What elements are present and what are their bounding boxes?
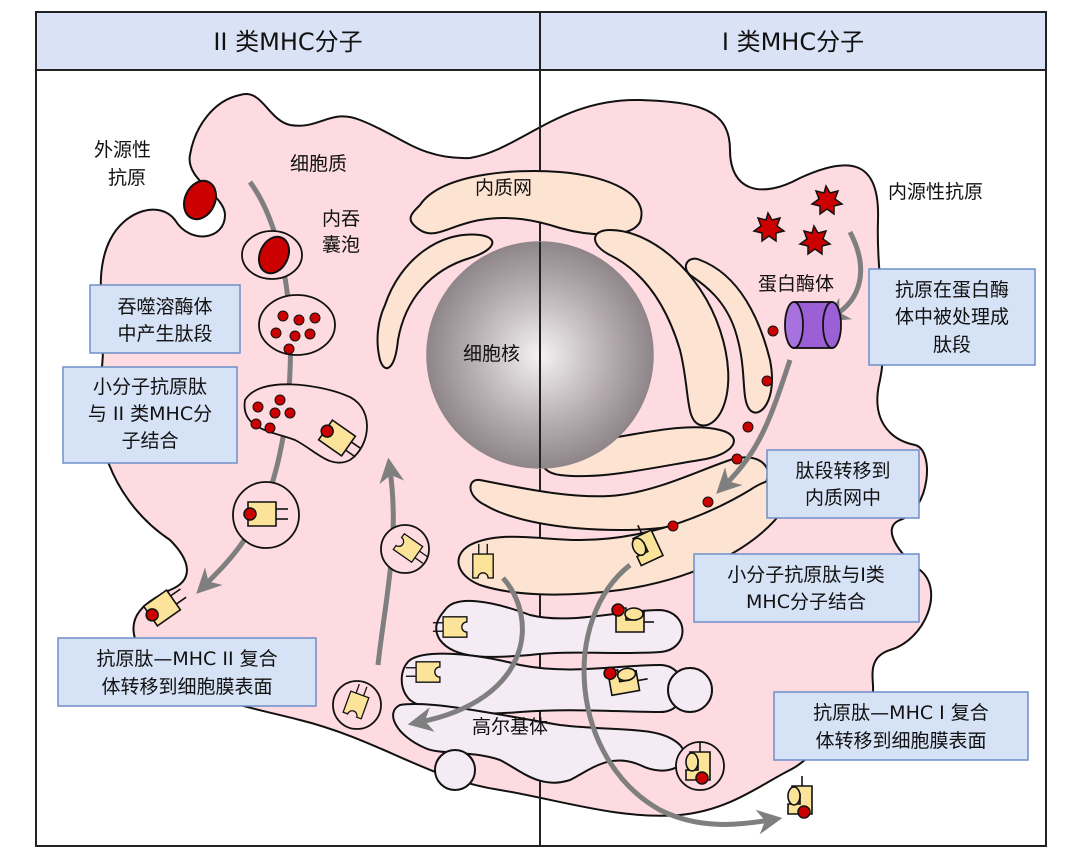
- mhc1-complex-vesicle-icon: [685, 741, 711, 785]
- cytoplasm-label: 细胞质: [290, 153, 347, 175]
- endoplasmic-reticulum: [376, 169, 794, 596]
- box-class1-binding-line2: MHC分子结合: [746, 591, 866, 613]
- box-class2-binding-line1: 小分子抗原肽: [93, 376, 207, 398]
- er-label: 内质网: [475, 177, 532, 199]
- endosome-label-line1: 内吞: [322, 208, 360, 230]
- exogenous-antigen-label-line1: 外源性: [94, 139, 151, 161]
- box-lysosome-peptides-line2: 中产生肽段: [117, 323, 212, 345]
- mhc2-export-arrow-icon: [375, 457, 405, 666]
- box-proteasome-processing-line2: 体中被处理成: [895, 306, 1009, 328]
- mhc2-surface-complex-icon: [142, 582, 191, 627]
- box-class1-binding-line1: 小分子抗原肽与I类: [727, 564, 885, 586]
- golgi-apparatus: [392, 599, 713, 791]
- box-class2-transfer-line2: 体转移到细胞膜表面: [101, 676, 272, 698]
- class1-export-arrow-icon: [581, 563, 783, 835]
- box-class1-transfer-line1: 抗原肽—MHC I 复合: [813, 702, 989, 724]
- box-class2-transfer-line1: 抗原肽—MHC II 复合: [96, 648, 277, 670]
- box-lysosome-peptides: 吞噬溶酶体 中产生肽段: [89, 284, 241, 354]
- box-peptide-to-er-line2: 内质网中: [805, 487, 881, 509]
- mhc2-with-peptide-icon: [317, 419, 366, 464]
- antigen-to-proteasome-arrow-icon: [824, 230, 864, 322]
- endogenous-antigen-star-icon: [798, 224, 832, 256]
- proteasome-icon: [784, 301, 842, 349]
- box-proteasome-processing-line1: 抗原在蛋白酶: [895, 279, 1009, 301]
- nucleus-label: 细胞核: [463, 343, 520, 365]
- endogenous-antigen-label: 内源性抗原: [888, 181, 983, 203]
- box-class1-transfer-line2: 体转移到细胞膜表面: [815, 730, 986, 752]
- box-class1-transfer: 抗原肽—MHC I 复合 体转移到细胞膜表面: [773, 691, 1029, 761]
- golgi-label: 高尔基体: [472, 716, 548, 738]
- mhc1-icon-golgi-2: [603, 664, 651, 697]
- endogenous-antigen-star-icon: [752, 211, 786, 243]
- peptide-to-er-arrow-icon: [716, 359, 793, 494]
- peptide-dots-class1: [667, 325, 779, 532]
- box-class2-transfer: 抗原肽—MHC II 复合 体转移到细胞膜表面: [57, 637, 317, 707]
- mhc1-icon-golgi-1: [611, 603, 655, 633]
- peptide-dots-loading: [250, 394, 296, 434]
- exogenous-antigen-icon: [182, 179, 218, 221]
- mhc2-complex-vesicle-icon: [243, 501, 289, 527]
- golgi-transit-arrow-icon: [407, 576, 525, 732]
- peptide-dots-phagolysosome: [270, 310, 321, 355]
- box-class2-binding: 小分子抗原肽 与 II 类MHC分 子结合: [62, 366, 238, 464]
- header-right-title: I 类MHC分子: [722, 28, 864, 56]
- box-lysosome-peptides-line1: 吞噬溶酶体: [117, 296, 212, 318]
- mhc1-surface-complex-icon: [787, 775, 813, 819]
- box-peptide-to-er-line1: 肽段转移到: [795, 460, 890, 482]
- endogenous-antigen-star-icons: [752, 184, 844, 256]
- exogenous-antigen-label-line2: 抗原: [108, 167, 146, 189]
- endosome-label-line2: 囊泡: [322, 234, 360, 256]
- endogenous-antigen-star-icon: [810, 184, 844, 216]
- box-class2-binding-line2: 与 II 类MHC分: [88, 403, 212, 425]
- box-class2-binding-line3: 子结合: [121, 430, 178, 452]
- box-proteasome-processing: 抗原在蛋白酶 体中被处理成 肽段: [868, 268, 1036, 366]
- box-class1-binding: 小分子抗原肽与I类 MHC分子结合: [693, 553, 920, 623]
- header-left-title: II 类MHC分子: [213, 28, 362, 56]
- proteasome-label: 蛋白酶体: [758, 273, 834, 295]
- box-proteasome-processing-line3: 肽段: [933, 334, 971, 356]
- engulfed-antigen-icon: [257, 235, 291, 275]
- box-peptide-to-er: 肽段转移到 内质网中: [766, 449, 920, 519]
